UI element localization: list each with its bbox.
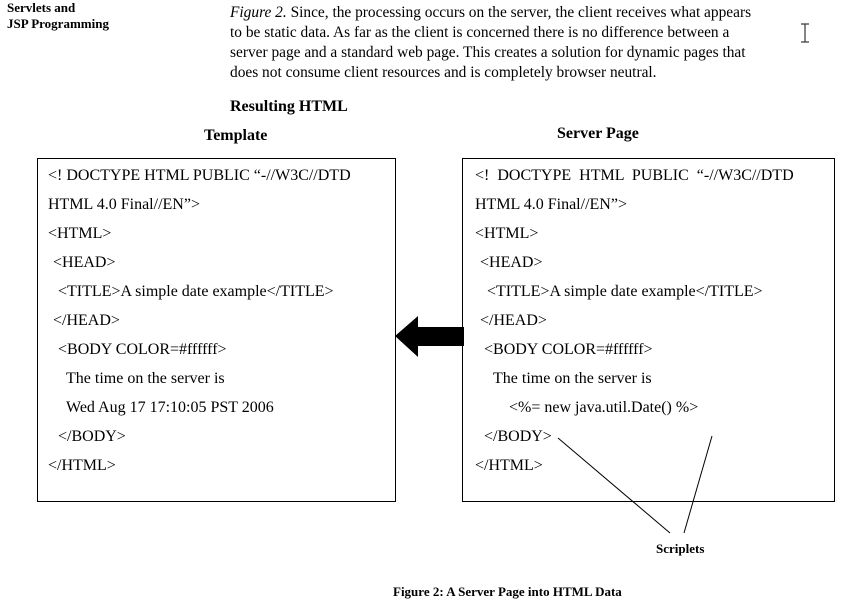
scriplet-pointer-line	[683, 435, 713, 534]
caption-line-2: to be static data. As far as the client …	[230, 24, 730, 41]
server-page-code-box: <! DOCTYPE HTML PUBLIC “-//W3C//DTD HTML…	[462, 158, 835, 502]
server-code-line: </HTML>	[475, 457, 543, 474]
template-code-line: HTML 4.0 Final//EN”>	[48, 196, 200, 213]
running-header-line-1: Servlets and	[7, 0, 76, 15]
template-code-box: <! DOCTYPE HTML PUBLIC “-//W3C//DTD HTML…	[37, 158, 396, 502]
section-title: Resulting HTML	[230, 98, 348, 115]
server-page-title: Server Page	[557, 125, 639, 142]
server-code-line: </HEAD>	[480, 312, 547, 329]
server-code-line-scriptlet: <%= new java.util.Date() %>	[509, 399, 699, 416]
figure-caption: Figure 2: A Server Page into HTML Data	[393, 584, 622, 599]
text-cursor-icon	[801, 23, 809, 43]
server-code-line: <TITLE>A simple date example</TITLE>	[487, 283, 763, 300]
template-code-line: <BODY COLOR=#ffffff>	[58, 341, 227, 358]
caption-figure-ref: Figure 2.	[230, 4, 287, 21]
template-code-line: <! DOCTYPE HTML PUBLIC “-//W3C//DTD	[48, 167, 351, 184]
server-code-line: </BODY>	[484, 428, 552, 445]
left-arrow-icon	[395, 316, 464, 357]
template-code-line: </BODY>	[58, 428, 126, 445]
server-code-line: <BODY COLOR=#ffffff>	[484, 341, 653, 358]
server-code-line: HTML 4.0 Final//EN”>	[475, 196, 627, 213]
caption-line-1-text: Since, the processing occurs on the serv…	[286, 4, 752, 21]
running-header: Servlets and JSP Programming	[7, 0, 109, 32]
caption-paragraph: Figure 2. Since, the processing occurs o…	[230, 3, 815, 83]
running-header-line-2: JSP Programming	[7, 16, 109, 31]
template-code-line: <HTML>	[48, 225, 112, 242]
scriplets-label: Scriplets	[656, 541, 705, 556]
template-code-line: <HEAD>	[53, 254, 116, 271]
server-code-line: The time on the server is	[493, 370, 652, 387]
caption-line-3: server page and a standard web page. Thi…	[230, 44, 746, 61]
scriplet-pointer-line	[557, 437, 671, 534]
template-title: Template	[204, 127, 268, 144]
template-code-line: <TITLE>A simple date example</TITLE>	[58, 283, 334, 300]
template-code-line: </HEAD>	[53, 312, 120, 329]
template-code-line: The time on the server is	[66, 370, 225, 387]
server-code-line: <HTML>	[475, 225, 539, 242]
caption-line-4: does not consume client resources and is…	[230, 64, 657, 81]
template-code-line: Wed Aug 17 17:10:05 PST 2006	[66, 399, 274, 416]
caption-line-1: Figure 2. Since, the processing occurs o…	[230, 3, 815, 23]
template-code-line: </HTML>	[48, 457, 116, 474]
server-code-line: <! DOCTYPE HTML PUBLIC “-//W3C//DTD	[475, 167, 794, 184]
server-code-line: <HEAD>	[480, 254, 543, 271]
